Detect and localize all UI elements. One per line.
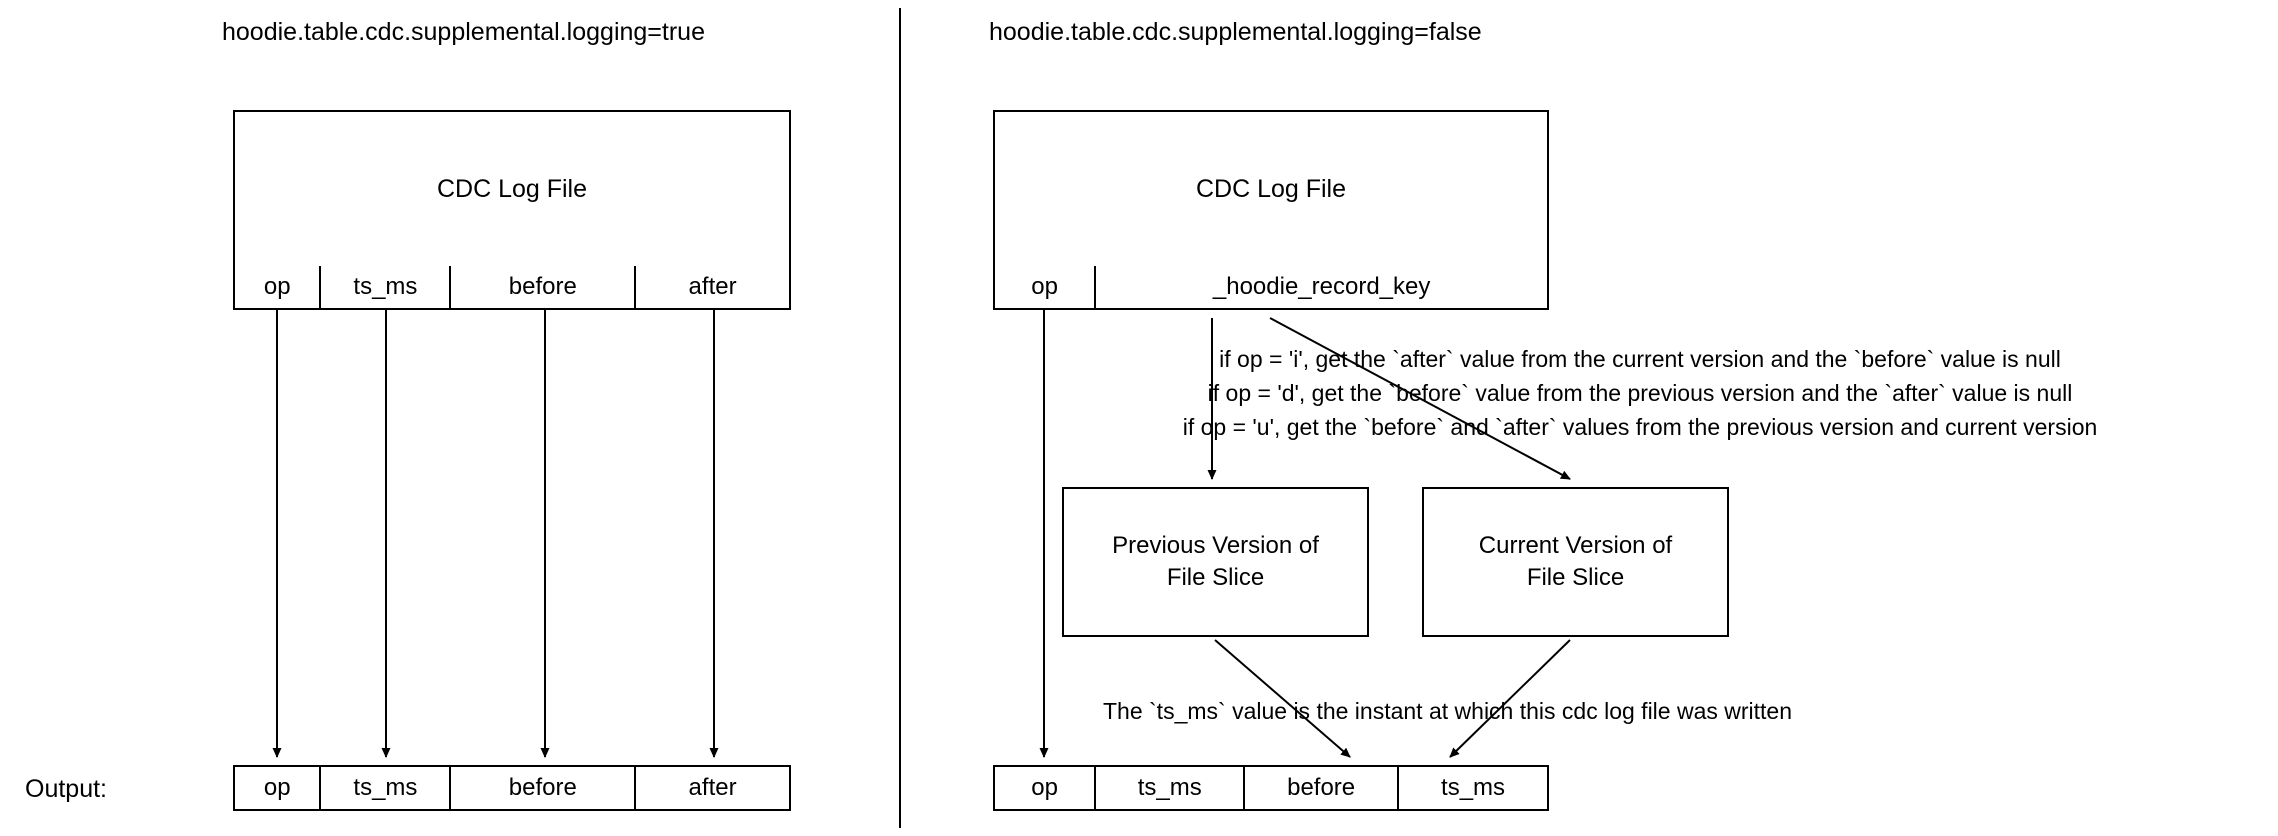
right-cdc-log-file-box: CDC Log File bbox=[993, 110, 1549, 268]
left-output-cell-before: before bbox=[451, 767, 637, 809]
previous-version-file-slice-box: Previous Version of File Slice bbox=[1062, 487, 1369, 637]
right-output-cell-op: op bbox=[995, 767, 1097, 809]
left-cdc-log-file-box: CDC Log File bbox=[233, 110, 791, 268]
left-output-cell-ts-ms: ts_ms bbox=[321, 767, 452, 809]
previous-version-file-slice-label: Previous Version of File Slice bbox=[1112, 532, 1319, 591]
left-schema-cell-op: op bbox=[235, 266, 322, 308]
left-schema-row: op ts_ms before after bbox=[233, 266, 791, 310]
right-panel-title: hoodie.table.cdc.supplemental.logging=fa… bbox=[989, 18, 1482, 46]
panel-divider bbox=[899, 8, 901, 828]
right-output-row: op ts_ms before ts_ms bbox=[993, 765, 1549, 811]
right-output-cell-ts-ms-2: ts_ms bbox=[1399, 767, 1547, 809]
left-schema-cell-after: after bbox=[636, 266, 790, 308]
rule-line-update: if op = 'u', get the `before` and `after… bbox=[1182, 414, 2098, 440]
right-schema-row: op _hoodie_record_key bbox=[993, 266, 1549, 310]
current-version-file-slice-label: Current Version of File Slice bbox=[1478, 532, 1673, 591]
left-column-arrows bbox=[272, 310, 719, 758]
ts-ms-note: The `ts_ms` value is the instant at whic… bbox=[1103, 698, 1793, 724]
left-schema-cell-ts-ms: ts_ms bbox=[321, 266, 452, 308]
left-output-cell-op: op bbox=[235, 767, 322, 809]
right-output-cell-before: before bbox=[1245, 767, 1400, 809]
left-cdc-log-file-label: CDC Log File bbox=[436, 174, 588, 203]
right-output-cell-ts-ms: ts_ms bbox=[1096, 767, 1246, 809]
left-panel-title: hoodie.table.cdc.supplemental.logging=tr… bbox=[222, 18, 705, 46]
current-version-file-slice-box: Current Version of File Slice bbox=[1422, 487, 1729, 637]
left-output-cell-after: after bbox=[636, 767, 790, 809]
left-output-row: op ts_ms before after bbox=[233, 765, 791, 811]
right-schema-cell-op: op bbox=[995, 266, 1097, 308]
rule-line-delete: if op = 'd', get the `before` value from… bbox=[1207, 380, 2073, 406]
right-cdc-log-file-label: CDC Log File bbox=[1195, 174, 1347, 203]
output-label: Output: bbox=[25, 775, 107, 803]
right-schema-cell-hoodie-record-key: _hoodie_record_key bbox=[1096, 266, 1547, 308]
left-schema-cell-before: before bbox=[451, 266, 637, 308]
rule-line-insert: if op = 'i', get the `after` value from … bbox=[1219, 346, 2061, 372]
